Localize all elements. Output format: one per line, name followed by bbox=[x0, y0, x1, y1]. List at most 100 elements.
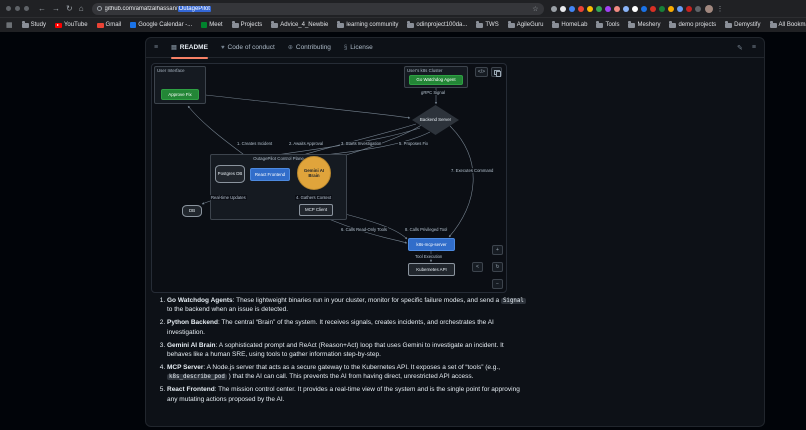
license-scale-icon: § bbox=[343, 44, 348, 51]
bookmark-item[interactable]: odinproject100da... bbox=[407, 21, 467, 28]
extension-icon[interactable] bbox=[604, 5, 611, 12]
folder-icon bbox=[628, 21, 636, 28]
extension-icon[interactable] bbox=[667, 5, 674, 12]
tab-label: Code of conduct bbox=[227, 44, 275, 51]
extension-icon[interactable] bbox=[568, 5, 575, 12]
outline-toggle-icon[interactable]: ≡ bbox=[154, 44, 159, 51]
node-react-frontend: React Frontend bbox=[250, 168, 290, 181]
tab-license[interactable]: § License bbox=[344, 38, 373, 58]
bookmark-label: Demystify bbox=[734, 22, 761, 28]
bookmark-item[interactable]: Gmail bbox=[96, 22, 121, 28]
window-dot[interactable] bbox=[24, 6, 29, 11]
all-bookmarks-button[interactable]: All Bookmarks bbox=[769, 21, 806, 28]
bookmark-item[interactable]: Projects bbox=[231, 21, 262, 28]
copy-diagram-button[interactable] bbox=[491, 67, 502, 77]
bookmark-item[interactable]: YouTube bbox=[54, 22, 88, 28]
folder-icon bbox=[337, 21, 345, 28]
browser-topbar: ← → ↻ ⌂ github.com/amafzalhassan/OutageP… bbox=[0, 0, 806, 17]
zoom-reset-button[interactable]: ↻ bbox=[492, 262, 503, 272]
node-postgres-db: Postgres DB bbox=[215, 165, 245, 183]
pan-left-button[interactable]: < bbox=[472, 262, 483, 272]
edge-label-5: 5. Proposes Fix bbox=[398, 141, 430, 147]
profile-avatar[interactable] bbox=[704, 4, 713, 13]
window-dot[interactable] bbox=[6, 6, 11, 11]
list-item: MCP Server: A Node.js server that acts a… bbox=[167, 363, 528, 382]
edit-pencil-icon[interactable]: ✎ bbox=[737, 44, 743, 52]
zoom-out-button[interactable]: − bbox=[492, 279, 503, 289]
edge-label-6: 6. Calls Read-Only Tools bbox=[340, 227, 389, 233]
bookmark-item[interactable]: Meshery bbox=[628, 21, 660, 28]
bookmark-item[interactable]: learning community bbox=[337, 21, 398, 28]
bookmark-label: YouTube bbox=[63, 22, 88, 28]
url-text[interactable]: github.com/amafzalhassan/OutagePilot bbox=[104, 5, 211, 12]
bookmark-label: Tools bbox=[605, 22, 620, 28]
extension-icon[interactable] bbox=[622, 5, 629, 12]
extension-icon[interactable] bbox=[613, 5, 620, 12]
apps-grid-icon[interactable]: ▦ bbox=[6, 21, 13, 29]
bookmark-item[interactable]: Demystify bbox=[725, 21, 761, 28]
tab-code-of-conduct[interactable]: ♥ Code of conduct bbox=[221, 38, 275, 58]
all-bookmarks-label: All Bookmarks bbox=[778, 22, 806, 28]
browser-menu-icon[interactable]: ⋮ bbox=[716, 5, 724, 13]
reload-icon[interactable]: ↻ bbox=[66, 3, 73, 13]
folder-icon bbox=[669, 21, 677, 28]
bookmark-label: Advice_4_Newbie bbox=[280, 22, 329, 28]
window-dot[interactable] bbox=[15, 6, 20, 11]
back-icon[interactable]: ← bbox=[38, 3, 46, 13]
all-bookmarks-icon bbox=[769, 21, 777, 28]
list-item: React Frontend: The mission control cent… bbox=[167, 385, 528, 404]
headings-list-icon[interactable]: ≡ bbox=[751, 43, 756, 51]
site-info-icon[interactable] bbox=[96, 6, 102, 11]
zoom-in-button[interactable]: + bbox=[492, 245, 503, 255]
bookmark-item[interactable]: Advice_4_Newbie bbox=[271, 21, 329, 28]
home-icon[interactable]: ⌂ bbox=[78, 3, 84, 13]
extension-icon[interactable] bbox=[685, 5, 692, 12]
list-item-title: MCP Server bbox=[167, 364, 204, 372]
bookmark-item[interactable]: TWS bbox=[476, 21, 499, 28]
extension-icon[interactable] bbox=[550, 5, 557, 12]
bookmarks-list: Study YouTube Gmail Google Calendar -... Mee… bbox=[21, 21, 761, 28]
bookmark-star-icon[interactable]: ☆ bbox=[532, 5, 539, 13]
extension-icon[interactable] bbox=[595, 5, 602, 12]
extension-icon[interactable] bbox=[658, 5, 665, 12]
folder-icon bbox=[476, 21, 484, 28]
edge-label-grpc-signal: gRPC Signal bbox=[420, 90, 446, 96]
tab-label: README bbox=[179, 44, 208, 51]
tab-contributing[interactable]: ⊕ Contributing bbox=[288, 38, 331, 58]
meet-icon bbox=[201, 22, 208, 28]
node-backend-server: Backend Server bbox=[412, 105, 459, 135]
youtube-icon bbox=[54, 22, 62, 28]
extension-icon[interactable] bbox=[577, 5, 584, 12]
folder-icon bbox=[21, 21, 29, 28]
extension-icon[interactable] bbox=[676, 5, 683, 12]
bookmark-item[interactable]: Study bbox=[21, 21, 46, 28]
node-mcp-client: MCP Client bbox=[299, 204, 333, 216]
bookmark-item[interactable]: Tools bbox=[596, 21, 620, 28]
extension-icon[interactable] bbox=[631, 5, 638, 12]
bookmark-label: Google Calendar -... bbox=[138, 22, 193, 28]
tab-readme[interactable]: ▤ README bbox=[171, 38, 208, 59]
edge-label-7: 7. Executes Command bbox=[450, 168, 495, 174]
folder-icon bbox=[725, 21, 733, 28]
code-of-conduct-icon: ♥ bbox=[220, 44, 225, 51]
list-item-text: : A sophisticated prompt and ReAct (Reas… bbox=[167, 341, 504, 359]
bookmark-item[interactable]: Meet bbox=[201, 22, 223, 28]
extension-icon[interactable] bbox=[559, 5, 566, 12]
url-selected-segment: OutagePilot bbox=[177, 5, 211, 12]
address-bar[interactable]: github.com/amafzalhassan/OutagePilot ☆ bbox=[91, 2, 544, 15]
extension-icon[interactable] bbox=[640, 5, 647, 12]
bookmark-item[interactable]: demo projects bbox=[669, 21, 716, 28]
bookmark-item[interactable]: Google Calendar -... bbox=[130, 22, 192, 28]
node-db: DB bbox=[182, 205, 202, 217]
view-source-button[interactable]: </> bbox=[475, 67, 488, 77]
extension-icon[interactable] bbox=[649, 5, 656, 12]
folder-icon bbox=[507, 21, 515, 28]
extension-icon[interactable] bbox=[694, 5, 701, 12]
inline-code: k8s_describe_pod bbox=[167, 374, 227, 381]
edge-label-8: 8. Calls Privileged Tool bbox=[404, 227, 449, 233]
bookmark-item[interactable]: AgileGuru bbox=[507, 21, 543, 28]
forward-icon[interactable]: → bbox=[52, 3, 60, 13]
bookmark-item[interactable]: HomeLab bbox=[552, 21, 587, 28]
extension-icon[interactable] bbox=[586, 5, 593, 12]
window-controls[interactable] bbox=[6, 6, 29, 11]
